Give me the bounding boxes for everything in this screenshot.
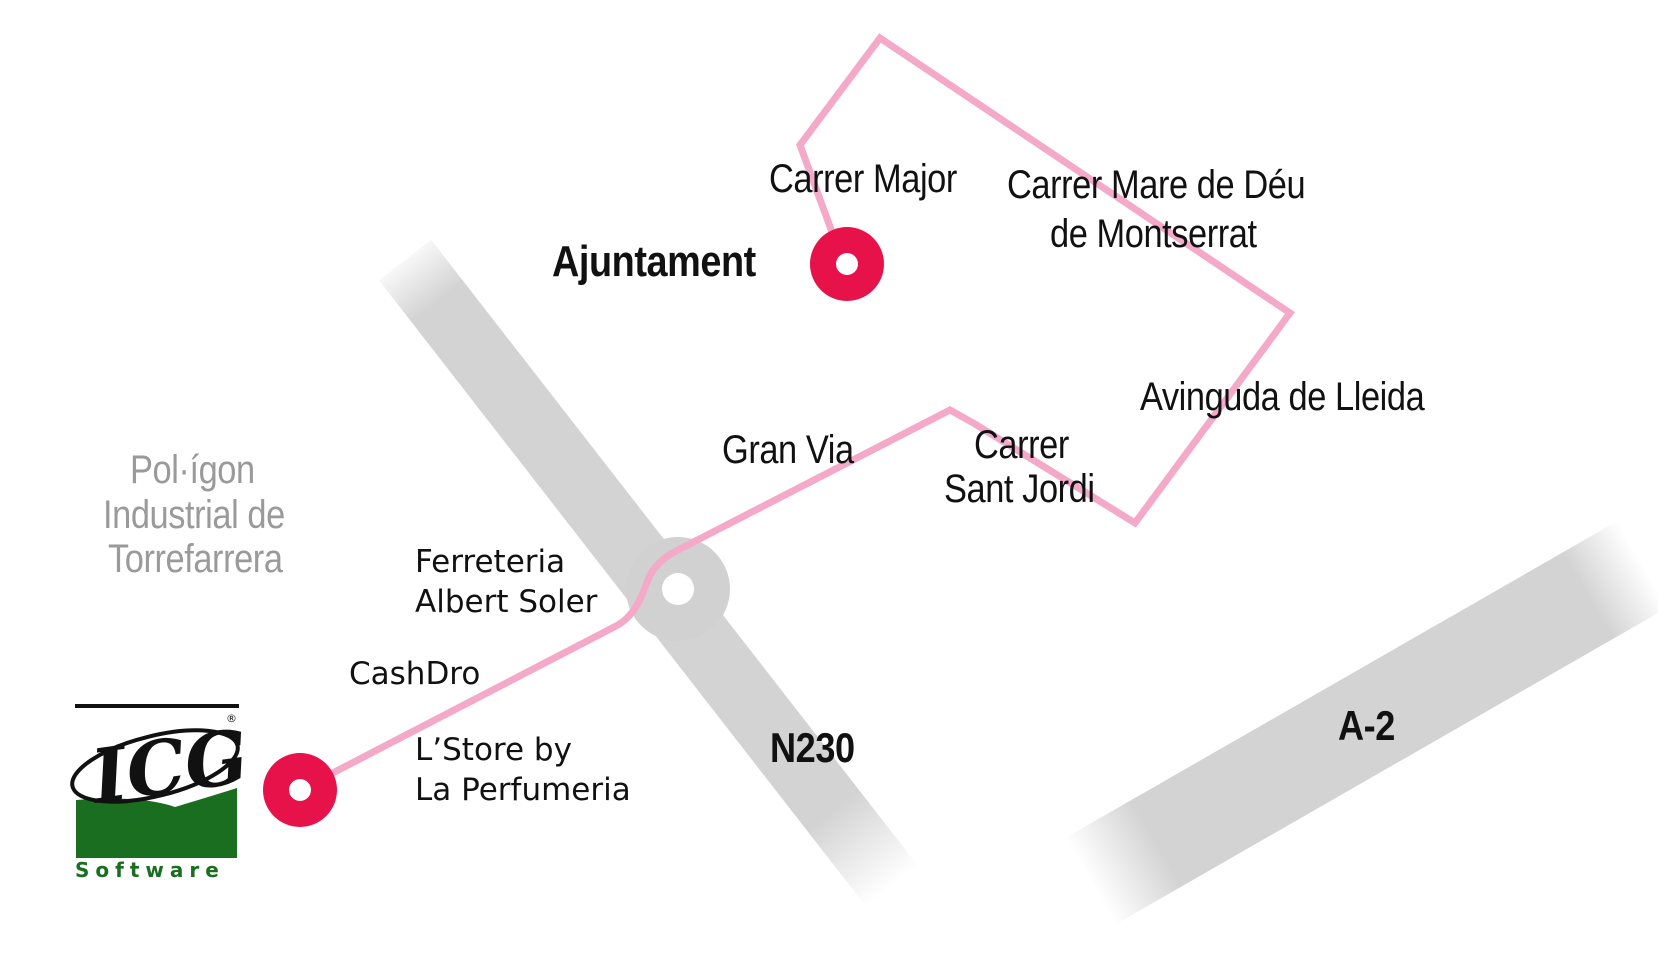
- road-a2: [1050, 516, 1658, 934]
- logo-subtitle: Software: [75, 858, 225, 882]
- label-ajuntament: Ajuntament: [552, 237, 756, 286]
- label-lstore-line2: La Perfumeria: [415, 772, 631, 808]
- roundabout-icon: [626, 537, 730, 641]
- location-marker-icon: [263, 753, 337, 827]
- label-gran-via: Gran Via: [722, 428, 854, 472]
- label-lstore-line1: L’Store by: [415, 732, 572, 768]
- label-cashdro: CashDro: [349, 656, 481, 692]
- label-road-n230: N230: [770, 724, 855, 771]
- label-ferreteria-line1: Ferreteria: [415, 544, 566, 580]
- label-poligon-line2: Industrial de: [103, 493, 285, 537]
- label-carrer-major: Carrer Major: [769, 157, 957, 201]
- label-poligon-line1: Pol·ígon: [130, 448, 255, 492]
- label-ferreteria-line2: Albert Soler: [415, 584, 598, 620]
- label-avinguda-de-lleida: Avinguda de Lleida: [1140, 375, 1425, 419]
- icg-logo: ICG ®: [70, 704, 254, 858]
- svg-text:®: ®: [226, 712, 237, 725]
- label-carrer-mare-de-deu-line2: de Montserrat: [1050, 212, 1257, 256]
- label-poligon-line3: Torrefarrera: [108, 537, 283, 581]
- label-road-a2: A-2: [1338, 702, 1395, 749]
- location-marker-icon: [810, 227, 884, 301]
- label-carrer-mare-de-deu-line1: Carrer Mare de Déu: [1007, 163, 1306, 207]
- route-line: [298, 33, 1295, 794]
- label-carrer-sant-jordi-line1: Carrer: [974, 423, 1069, 467]
- label-carrer-sant-jordi-line2: Sant Jordi: [944, 467, 1095, 511]
